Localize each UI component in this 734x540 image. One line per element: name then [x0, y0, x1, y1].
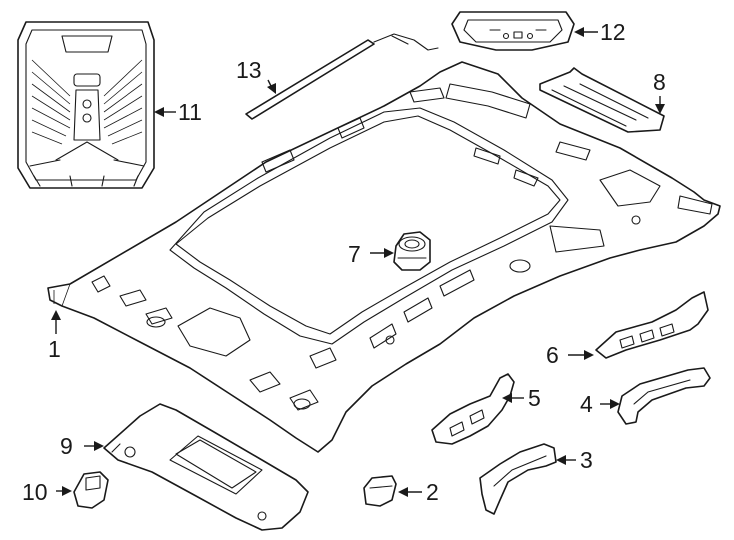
- callout-6: 6: [546, 342, 594, 368]
- callout-5: 5: [502, 385, 541, 411]
- callout-12-label: 12: [600, 19, 626, 45]
- retaining-clip: [363, 475, 397, 507]
- side-bracket: [595, 291, 709, 359]
- callout-10-label: 10: [22, 479, 48, 505]
- roof-sensor: [393, 231, 431, 271]
- callout-2: 2: [398, 479, 439, 505]
- callout-4-label: 4: [580, 391, 593, 417]
- callout-7-label: 7: [348, 241, 361, 267]
- grab-handle-rear: [617, 367, 711, 425]
- handle-trim-strip: [539, 67, 665, 133]
- grab-handle-front: [479, 443, 557, 515]
- callout-5-label: 5: [528, 385, 541, 411]
- callout-9-label: 9: [60, 433, 73, 459]
- callout-6-label: 6: [546, 342, 559, 368]
- callout-4: 4: [580, 391, 620, 417]
- callout-12: 12: [574, 19, 626, 45]
- callout-1-label: 1: [48, 336, 61, 362]
- callout-11-label: 11: [178, 99, 202, 125]
- callout-3-label: 3: [580, 447, 593, 473]
- callout-1: 1: [48, 310, 61, 362]
- callout-10: 10: [22, 479, 72, 505]
- visor-clip: [73, 471, 109, 509]
- callout-3: 3: [556, 447, 593, 473]
- map-lamp: [451, 11, 575, 51]
- roof-rail-strip: [245, 33, 439, 120]
- callout-9: 9: [60, 433, 104, 459]
- callout-8-label: 8: [653, 69, 666, 95]
- sun-visor: [103, 403, 309, 531]
- callout-8: 8: [653, 69, 666, 114]
- callout-11: 11: [154, 99, 202, 125]
- callout-13-label: 13: [236, 57, 262, 83]
- callout-2-label: 2: [426, 479, 439, 505]
- callout-13: 13: [236, 57, 276, 94]
- callout-7: 7: [348, 241, 394, 267]
- mounting-bracket: [431, 373, 515, 445]
- overhead-console-panel: [17, 21, 155, 189]
